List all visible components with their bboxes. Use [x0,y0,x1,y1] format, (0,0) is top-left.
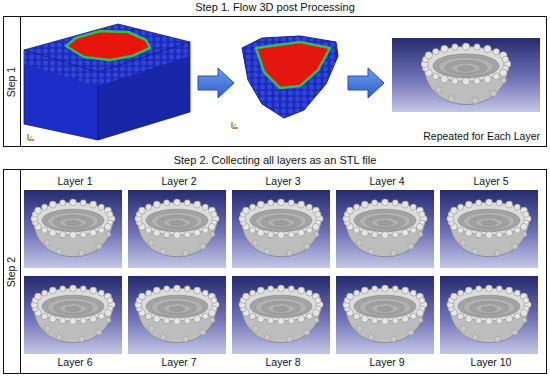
axis-triad [232,122,238,128]
stl-bowl [447,199,531,257]
process-arrow [198,68,234,98]
layer-label: Layer 4 [336,175,438,188]
stl-bowl [239,285,323,343]
layer-label: Layer 5 [440,175,542,188]
layer-tile: Layer 3 [232,175,334,269]
layer-tile: Layer 6 [24,275,126,369]
powder-top [24,24,190,72]
powder-bowl [242,36,338,118]
layer-tile: Layer 4 [336,175,438,269]
melt-region [232,36,338,128]
stl-bowl [31,285,115,343]
viewer-background [128,190,226,268]
layer-tile: Layer 9 [336,275,438,369]
layer-label: Layer 10 [440,356,542,369]
viewer-background [24,276,122,354]
stl-bowl [31,199,115,257]
viewer-background [392,38,540,112]
side-label: Step 2 [5,256,17,286]
layer-images [24,190,538,354]
side-label: Step 1 [5,66,17,96]
viewer-background [336,276,434,354]
stl-bowl [239,199,323,257]
viewer-background [128,276,226,354]
stl-bowl [135,199,219,257]
viewer-background [440,276,538,354]
stl-bowl [343,199,427,257]
stl-bowl [343,285,427,343]
layer-label: Layer 3 [232,175,334,188]
layer-tile: Layer 1 [24,175,126,269]
viewer-background [24,190,122,268]
axis-triad [28,134,34,140]
layer-tile: Layer 5 [440,175,542,269]
viewer-background [232,190,330,268]
layer-tile: Layer 8 [232,275,334,369]
layer-label: Layer 1 [24,175,126,188]
layer-label: Layer 7 [128,356,230,369]
step-panel: Step 2. Collecting all layers as an STL … [3,169,547,374]
layer-tile: Layer 10 [440,275,542,369]
note-text: Repeated for Each Layer [423,130,540,142]
layer-label: Layer 8 [232,356,334,369]
layer-label: Layer 2 [128,175,230,188]
viewer-background [336,190,434,268]
melt-pool [256,42,330,88]
stl-bowl [421,43,511,105]
particle-block [24,24,190,140]
panel-divider [20,17,21,146]
stl-bowl [135,285,219,343]
panel-title: Step 1. Flow 3D post Processing [4,1,546,14]
stl-view [392,38,540,112]
layer-tile: Layer 2 [128,175,230,269]
panel-divider [20,170,21,373]
panel-title: Step 2. Collecting all layers as an STL … [4,154,546,167]
viewer-background [440,190,538,268]
layer-label: Layer 6 [24,356,126,369]
process-arrow [348,68,384,98]
layer-tile: Layer 7 [128,275,230,369]
stl-bowl [447,285,531,343]
melt-pool [66,31,150,60]
layer-label: Layer 9 [336,356,438,369]
viewer-background [232,276,330,354]
step-panel: Step 1. Flow 3D post ProcessingStep 1Rep… [3,16,547,147]
panel-divider [20,17,21,373]
